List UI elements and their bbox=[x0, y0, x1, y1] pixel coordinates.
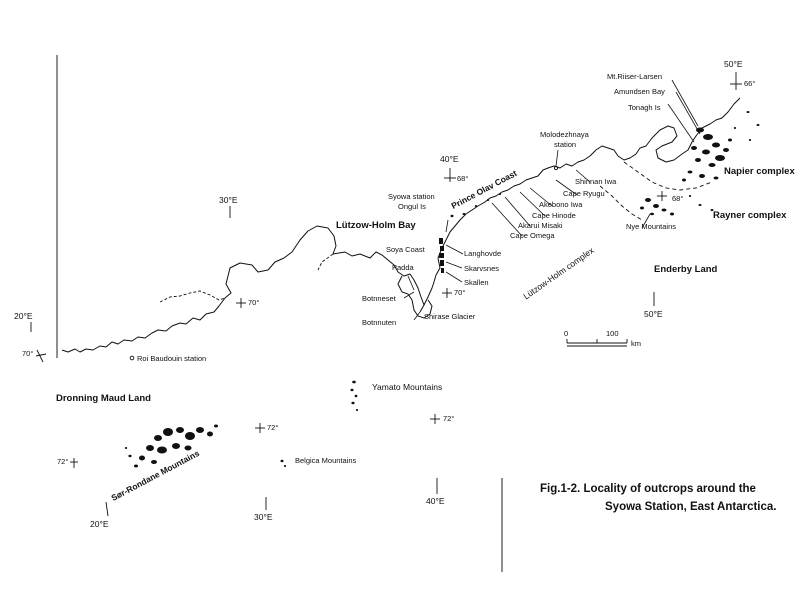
graticule-label-20e-top: 20°E bbox=[14, 311, 33, 321]
graticule-label-72s-a: 72° bbox=[267, 423, 279, 432]
label-akarui-misaki: Akarui Misaki bbox=[518, 221, 563, 230]
label-skallen: Skallen bbox=[464, 278, 489, 287]
figure-caption-line-2: Syowa Station, East Antarctica. bbox=[605, 501, 777, 513]
graticule-label-68s-a: 68° bbox=[457, 174, 469, 183]
label-shirase-glacier: Shirase Glacier bbox=[424, 312, 476, 321]
coastline bbox=[61, 97, 741, 353]
graticule-label-40e-bottom: 40°E bbox=[426, 496, 445, 506]
ser-rondane-outcrops bbox=[124, 424, 218, 468]
label-tonagh-is: Tonagh Is bbox=[628, 103, 661, 112]
graticule-label-50e-mid: 50°E bbox=[644, 309, 663, 319]
label-cape-omega: Cape Omega bbox=[510, 231, 555, 240]
graticule-label-40e-top: 40°E bbox=[440, 154, 459, 164]
label-molodezhnaya: Molodezhnaya bbox=[540, 130, 589, 139]
graticule-label-20e-bottom: 20°E bbox=[90, 519, 109, 529]
label-cape-hinode: Cape Hinode bbox=[532, 211, 576, 220]
label-napier-complex: Napier complex bbox=[724, 166, 795, 177]
label-syowa-station: Syowa station bbox=[388, 192, 435, 201]
scale-bar-unit: km bbox=[631, 339, 641, 348]
label-rayner-complex: Rayner complex bbox=[713, 210, 787, 221]
ice-shelf-boundary bbox=[159, 290, 226, 303]
graticule-label-68s-b: 68° bbox=[672, 194, 684, 203]
graticule-label-70s-b: 70° bbox=[454, 288, 466, 297]
ice-shelf-boundary-2 bbox=[317, 253, 334, 271]
graticule-label-72s-b: 72° bbox=[443, 414, 455, 423]
napier-complex-boundary bbox=[623, 161, 713, 191]
label-shinnan-iwa: Shinnan Iwa bbox=[575, 177, 617, 186]
rayner-outcrops bbox=[640, 195, 714, 216]
label-padda: Padda bbox=[392, 263, 414, 272]
graticule-label-70s-a: 70° bbox=[248, 298, 260, 307]
scale-bar-hundred: 100 bbox=[606, 329, 619, 338]
yamato-outcrops bbox=[350, 380, 359, 411]
graticule-label-66s: 66° bbox=[744, 79, 756, 88]
label-mt-riiser-larsen: Mt.Riiser-Larsen bbox=[607, 72, 663, 81]
label-amundsen-bay: Amundsen Bay bbox=[614, 87, 665, 96]
label-nye-mountains: Nye Mountains bbox=[626, 222, 677, 231]
graticule-label-72s-c: 72° bbox=[57, 457, 69, 466]
graticule-label-50e-top: 50°E bbox=[724, 59, 743, 69]
scale-bar-zero: 0 bbox=[564, 329, 569, 338]
rayner-lutzow-boundary bbox=[599, 185, 643, 221]
scale-bar bbox=[566, 339, 628, 347]
label-akebono-iwa: Akebono Iwa bbox=[539, 200, 583, 209]
leader-lines bbox=[403, 79, 701, 321]
figure-caption-line-1: Fig.1-2. Locality of outcrops around the bbox=[540, 483, 756, 495]
label-lutzow-holm-bay: Lützow-Holm Bay bbox=[336, 220, 416, 231]
soya-coast-outcrops bbox=[439, 193, 502, 273]
label-yamato-mountains: Yamato Mountains bbox=[372, 382, 443, 392]
label-botnneset: Botnneset bbox=[362, 294, 396, 303]
label-ongul-is: Ongul Is bbox=[398, 202, 426, 211]
graticule-label-30e-bottom: 30°E bbox=[254, 512, 273, 522]
molodezhnaya-station-marker bbox=[553, 165, 559, 171]
botnneset-inlet bbox=[397, 275, 433, 319]
label-langhovde: Langhovde bbox=[464, 249, 502, 258]
label-roi-baudouin-station: Roi Baudouin station bbox=[137, 354, 207, 363]
label-dronning-maud-land: Dronning Maud Land bbox=[56, 393, 151, 404]
roi-baudouin-station-marker bbox=[129, 355, 135, 361]
label-skarvsnes: Skarvsnes bbox=[464, 264, 500, 273]
label-belgica-mountains: Belgica Mountains bbox=[295, 456, 357, 465]
label-cape-ryugu: Cape Ryugu bbox=[563, 189, 605, 198]
label-soya-coast: Soya Coast bbox=[386, 245, 425, 254]
graticule-label-30e-top: 30°E bbox=[219, 195, 238, 205]
belgica-outcrops bbox=[280, 459, 287, 467]
label-enderby-land: Enderby Land bbox=[654, 264, 718, 275]
graticule-label-70s-c: 70° bbox=[22, 349, 34, 358]
graticule-marks bbox=[30, 72, 742, 517]
label-botnnuten: Botnnuten bbox=[362, 318, 397, 327]
label-molodezhnaya-station: station bbox=[554, 140, 577, 149]
napier-outcrops bbox=[682, 111, 760, 182]
